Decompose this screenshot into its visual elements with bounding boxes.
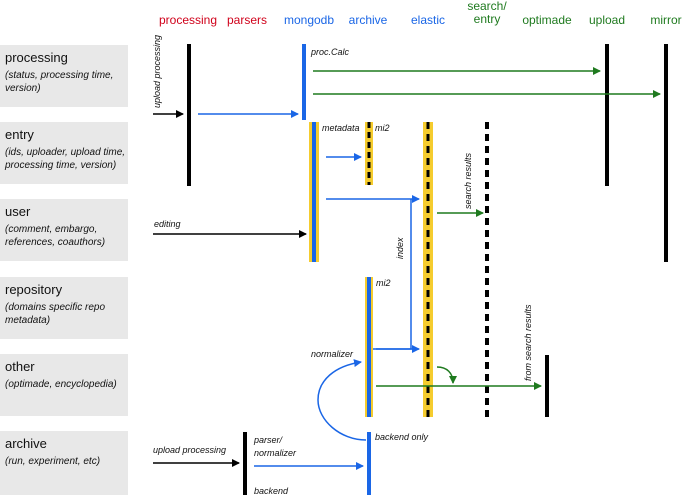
column-header-elastic: elastic <box>410 13 446 27</box>
editing-label: editing <box>154 219 181 229</box>
metadata-label: metadata <box>322 123 360 133</box>
upload-lifeline <box>605 44 609 186</box>
processing-lifeline <box>187 44 191 186</box>
row-description: (domains specific repo metadata) <box>5 302 106 326</box>
column-header-search-entry: search/ entry <box>467 0 507 26</box>
row-band-user: user (comment, embargo, references, coau… <box>0 199 128 261</box>
column-header-mongodb: mongodb <box>283 13 335 27</box>
normalizer-loop-arrow <box>317 359 367 441</box>
parser-normalizer-label-2: normalizer <box>254 448 297 458</box>
mirror-lifeline <box>664 44 668 262</box>
index-arrow <box>373 199 412 350</box>
backend-label: backend <box>254 486 289 496</box>
from-search-results-label: from search results <box>523 304 533 381</box>
row-band-archive: archive (run, experiment, etc) <box>0 431 128 495</box>
normalizer-label: normalizer <box>311 349 354 359</box>
optimade-lifeline <box>545 355 549 417</box>
row-band-entry: entry (ids, uploader, upload time, proce… <box>0 122 128 184</box>
upload-processing-vertical-label: upload processing <box>152 35 162 108</box>
mi2-top-label: mi2 <box>375 123 390 133</box>
archive-mi2-mid-bar-core <box>367 277 371 417</box>
search-results-label: search results <box>463 152 473 209</box>
row-title: processing <box>5 50 68 65</box>
row-title: other <box>5 359 35 374</box>
row-band-other: other (optimade, encyclopedia) <box>0 354 128 416</box>
upload-processing-label: upload processing <box>153 445 226 455</box>
column-header-archive: archive <box>348 13 388 27</box>
column-header-upload: upload <box>588 13 626 27</box>
backend-only-label: backend only <box>375 432 429 442</box>
mongodb-proc-calc-bar <box>302 44 306 120</box>
row-band-processing: processing (status, processing time, ver… <box>0 45 128 107</box>
column-header-optimade: optimade <box>522 13 572 27</box>
row-description: (ids, uploader, upload time, processing … <box>5 147 126 171</box>
column-header-parsers: parsers <box>226 13 268 27</box>
archive-backend-bar <box>367 432 371 495</box>
mi2-mid-label: mi2 <box>376 278 391 288</box>
row-title: repository <box>5 282 63 297</box>
row-description: (status, processing time, version) <box>5 70 114 94</box>
row-description: (comment, embargo, references, coauthors… <box>5 224 106 248</box>
parsers-lifeline <box>243 432 247 495</box>
proc-calc-label: proc.Calc <box>310 47 350 57</box>
row-title: user <box>5 204 31 219</box>
column-header-processing: processing <box>158 13 218 27</box>
index-label: index <box>395 237 405 259</box>
row-description: (run, experiment, etc) <box>5 456 101 467</box>
row-band-repository: repository (domains specific repo metada… <box>0 277 128 339</box>
parser-normalizer-label-1: parser/ <box>253 435 284 445</box>
column-header-mirror: mirror <box>650 13 682 27</box>
row-title: archive <box>5 436 47 451</box>
elastic-to-other-curve-arrow <box>436 366 457 384</box>
row-description: (optimade, encyclopedia) <box>5 379 117 390</box>
row-title: entry <box>5 127 34 142</box>
mongodb-entry-bar-core <box>312 122 316 262</box>
